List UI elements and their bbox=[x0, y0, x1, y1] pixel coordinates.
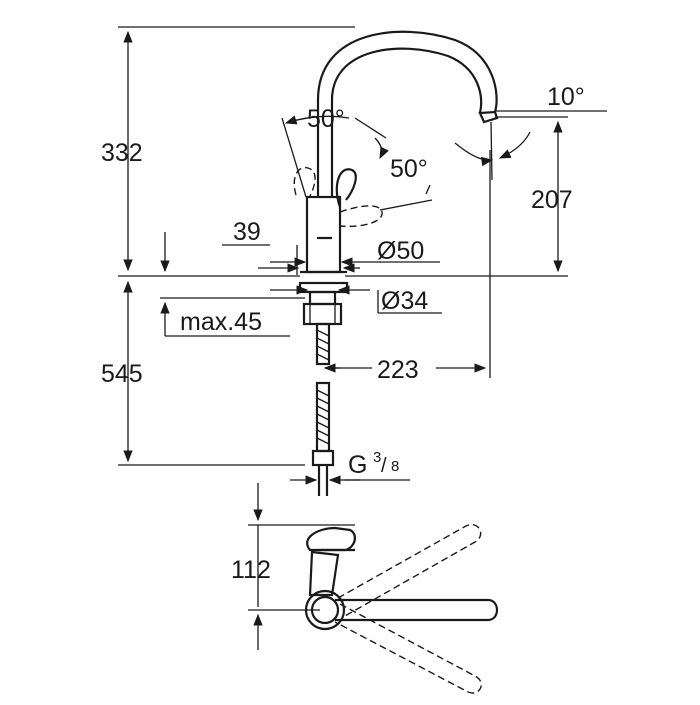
angle-arc-50-top bbox=[284, 115, 350, 125]
label-332: 332 bbox=[101, 139, 143, 167]
label-bg-223 bbox=[372, 356, 436, 382]
hose-fitting bbox=[311, 449, 335, 467]
spout-top-view bbox=[335, 598, 499, 622]
dimension-max45: max.45 bbox=[160, 232, 305, 337]
hose-braid-upper bbox=[316, 329, 330, 361]
spout-outer bbox=[316, 30, 498, 118]
label-545: 545 bbox=[101, 360, 143, 388]
handle-position-right bbox=[339, 205, 383, 228]
label-d50: Ø50 bbox=[377, 237, 424, 265]
label-112: 112 bbox=[231, 556, 271, 584]
angle-tick-right bbox=[425, 184, 431, 195]
tilt-axis-line bbox=[490, 121, 493, 181]
angle-line-right-lower bbox=[379, 199, 433, 211]
label-max45: max.45 bbox=[180, 308, 262, 336]
spout-inner bbox=[330, 47, 483, 118]
label-g-slash: / bbox=[381, 455, 387, 477]
lever-top-view bbox=[306, 526, 356, 552]
label-10deg: 10° bbox=[547, 83, 585, 111]
arc-arrow-left-10deg bbox=[454, 142, 494, 167]
dimension-207: 207 bbox=[345, 116, 573, 277]
dimension-223: 223 bbox=[323, 150, 491, 384]
label-50deg-right: 50° bbox=[390, 155, 428, 183]
faucet-top-view: 112 bbox=[231, 483, 499, 694]
label-g: G bbox=[348, 451, 367, 479]
hose-upper bbox=[315, 322, 331, 366]
faucet-front-view: 50° 50° bbox=[281, 30, 499, 496]
dimension-10deg: 10° bbox=[454, 83, 607, 181]
label-50deg-top: 50° bbox=[307, 105, 345, 133]
dimension-39: 39 bbox=[222, 218, 360, 275]
spout-swing-upper bbox=[337, 523, 482, 617]
arc-arrow-right-10deg bbox=[498, 131, 531, 159]
base-circle-inner bbox=[310, 595, 340, 625]
hose-braid-lower bbox=[316, 389, 330, 445]
dimension-545: 545 bbox=[101, 275, 305, 466]
spout-swing-lower bbox=[334, 603, 482, 694]
faucet-body bbox=[305, 195, 342, 274]
label-207: 207 bbox=[531, 186, 573, 214]
angle-line-left bbox=[281, 117, 307, 198]
dimension-d34: Ø34 bbox=[270, 285, 442, 315]
dimension-d50: Ø50 bbox=[270, 237, 440, 267]
label-39: 39 bbox=[233, 218, 261, 246]
base-circle-outer bbox=[304, 589, 346, 631]
lever-neck bbox=[308, 550, 340, 597]
handle-lever bbox=[335, 168, 357, 208]
mounting-nut-top bbox=[308, 290, 337, 306]
dimension-g38: G 3 / 8 bbox=[290, 449, 410, 485]
dimension-332: 332 bbox=[101, 26, 355, 272]
label-223: 223 bbox=[377, 356, 419, 384]
spout-aerator bbox=[478, 110, 499, 124]
label-d34: Ø34 bbox=[381, 287, 428, 315]
label-g-numerator: 3 bbox=[373, 449, 381, 466]
handle-position-left bbox=[293, 167, 316, 197]
label-g-denominator: 8 bbox=[391, 458, 399, 475]
angle-arc-50-right bbox=[374, 137, 389, 160]
angle-line-right bbox=[354, 117, 387, 139]
